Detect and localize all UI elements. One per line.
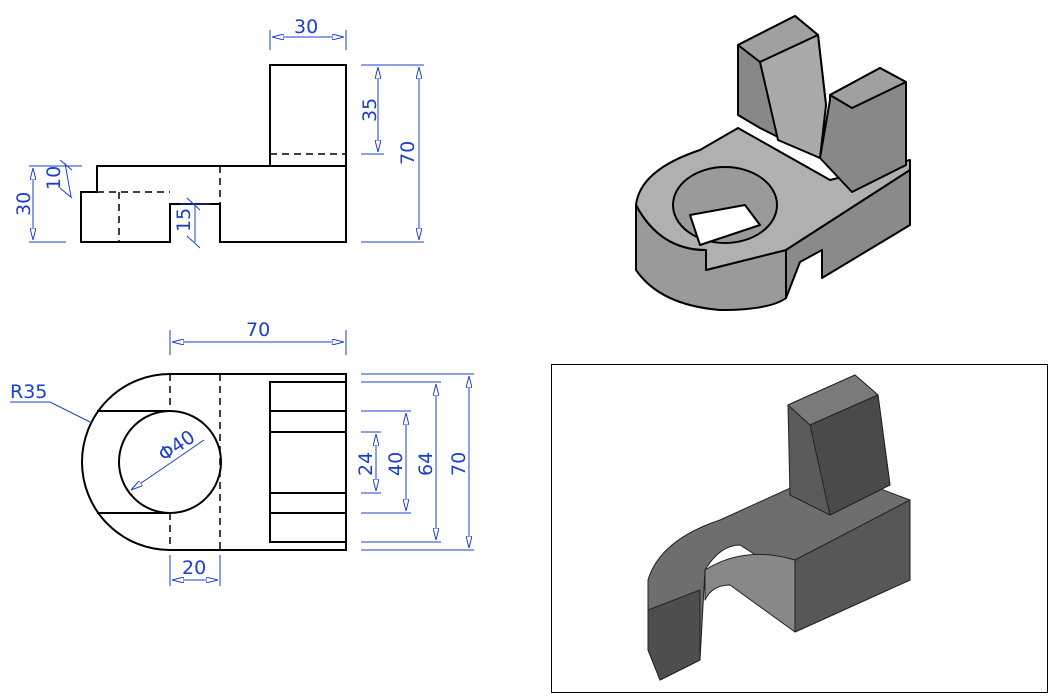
dim-slot-depth: 15 — [173, 208, 195, 232]
dim-upright-height: 35 — [359, 98, 381, 122]
dim-hole-diameter: Φ40 — [154, 426, 199, 466]
dim-base-height: 30 — [13, 192, 35, 216]
top-view: 70 20 R35 Φ40 24 40 64 70 — [10, 319, 474, 586]
dim-offset: 20 — [182, 557, 206, 579]
dim-top-width: 30 — [294, 16, 318, 38]
section-view-frame — [551, 364, 1048, 693]
dim-width: 70 — [448, 452, 470, 476]
dim-step: 10 — [43, 166, 65, 190]
isometric-view-front — [635, 15, 911, 311]
dim-total-height: 70 — [397, 141, 419, 165]
front-view: 30 35 70 30 10 15 — [13, 16, 424, 249]
dim-slot: 24 — [355, 452, 377, 476]
dim-radius: R35 — [10, 381, 47, 403]
isometric-view-section — [647, 374, 911, 681]
dim-length: 70 — [246, 319, 270, 341]
dim-inner: 40 — [385, 452, 407, 476]
dim-inner-outer: 64 — [415, 452, 437, 476]
